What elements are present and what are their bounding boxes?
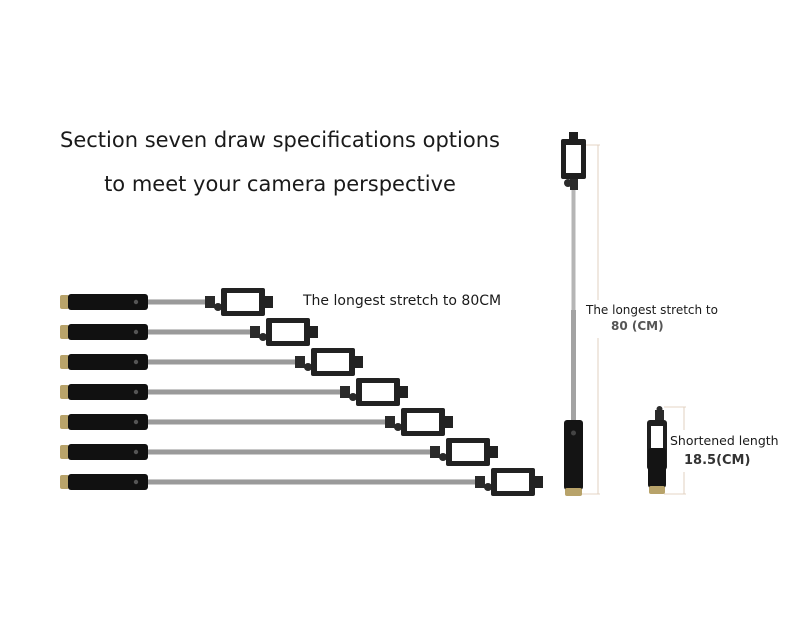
holder-clip	[445, 416, 453, 428]
caption-longest-vertical: The longest stretch to	[586, 303, 718, 317]
telescopic-rod	[148, 449, 430, 455]
headline-line-1: Section seven draw specifications option…	[60, 128, 500, 152]
rod-section-2	[571, 310, 576, 420]
handle	[68, 444, 148, 460]
telescopic-rod	[148, 329, 250, 335]
caption-longest-vertical-value: 80 (CM)	[611, 319, 664, 333]
ball-head	[205, 296, 215, 308]
holder-clip	[569, 132, 578, 140]
knob-icon	[349, 393, 357, 401]
shutter-button-icon	[133, 449, 139, 455]
horizontal-stick-group	[60, 288, 543, 496]
gold-end-cap	[60, 355, 69, 369]
shutter-button-icon	[133, 299, 139, 305]
phone-holder-opening	[227, 293, 259, 311]
phone-holder-opening	[362, 383, 394, 401]
ball-head	[250, 326, 260, 338]
gold-end-cap	[60, 385, 69, 399]
handle	[68, 474, 148, 490]
telescopic-rod	[148, 479, 475, 485]
shutter-button-icon	[133, 479, 139, 485]
knob-icon	[439, 453, 447, 461]
short-gold-end-cap	[649, 486, 665, 494]
telescopic-rod	[148, 389, 340, 395]
ball-head	[430, 446, 440, 458]
rod-section-1	[571, 190, 576, 310]
handle	[68, 294, 148, 310]
handle	[68, 414, 148, 430]
holder-clip	[400, 386, 408, 398]
ball-head	[570, 179, 578, 190]
vertical-stick-shortened	[647, 406, 686, 495]
shutter-button-icon	[133, 329, 139, 335]
short-holder-opening	[651, 426, 663, 448]
holder-clip	[490, 446, 498, 458]
short-handle	[648, 448, 666, 488]
phone-holder-opening	[407, 413, 439, 431]
headline-line-2: to meet your camera perspective	[104, 172, 456, 196]
knob-icon	[484, 483, 492, 491]
shutter-button-icon	[133, 419, 139, 425]
phone-holder-opening	[272, 323, 304, 341]
gold-end-cap	[60, 295, 69, 309]
holder-clip	[265, 296, 273, 308]
handle	[564, 420, 583, 490]
telescopic-rod	[148, 299, 205, 305]
holder-clip	[535, 476, 543, 488]
gold-end-cap	[60, 325, 69, 339]
shutter-button-icon	[571, 430, 576, 436]
ball-head	[385, 416, 395, 428]
short-ball-head	[655, 410, 664, 420]
ball-head	[340, 386, 350, 398]
caption-longest-horizontal: The longest stretch to 80CM	[303, 293, 502, 309]
handle	[68, 384, 148, 400]
handle	[68, 324, 148, 340]
gold-end-cap	[60, 445, 69, 459]
phone-holder-opening	[317, 353, 349, 371]
gold-end-cap	[60, 415, 69, 429]
shutter-button-icon	[133, 359, 139, 365]
knob-icon	[564, 179, 572, 187]
knob-icon	[394, 423, 402, 431]
ball-head	[295, 356, 305, 368]
shutter-button-icon	[133, 389, 139, 395]
telescopic-rod	[148, 419, 385, 425]
phone-holder-opening	[497, 473, 529, 491]
gold-end-cap	[565, 488, 582, 496]
caption-shortened-value: 18.5(CM)	[684, 453, 751, 468]
vertical-stick-extended	[561, 132, 600, 496]
caption-shortened: Shortened length	[670, 433, 779, 448]
gold-end-cap	[60, 475, 69, 489]
ball-head	[475, 476, 485, 488]
phone-holder-opening	[452, 443, 484, 461]
holder-clip	[310, 326, 318, 338]
knob-icon	[214, 303, 222, 311]
short-knob-icon	[656, 406, 663, 412]
knob-icon	[304, 363, 312, 371]
telescopic-rod	[148, 359, 295, 365]
holder-clip	[355, 356, 363, 368]
handle	[68, 354, 148, 370]
knob-icon	[259, 333, 267, 341]
phone-holder-opening	[566, 145, 581, 173]
